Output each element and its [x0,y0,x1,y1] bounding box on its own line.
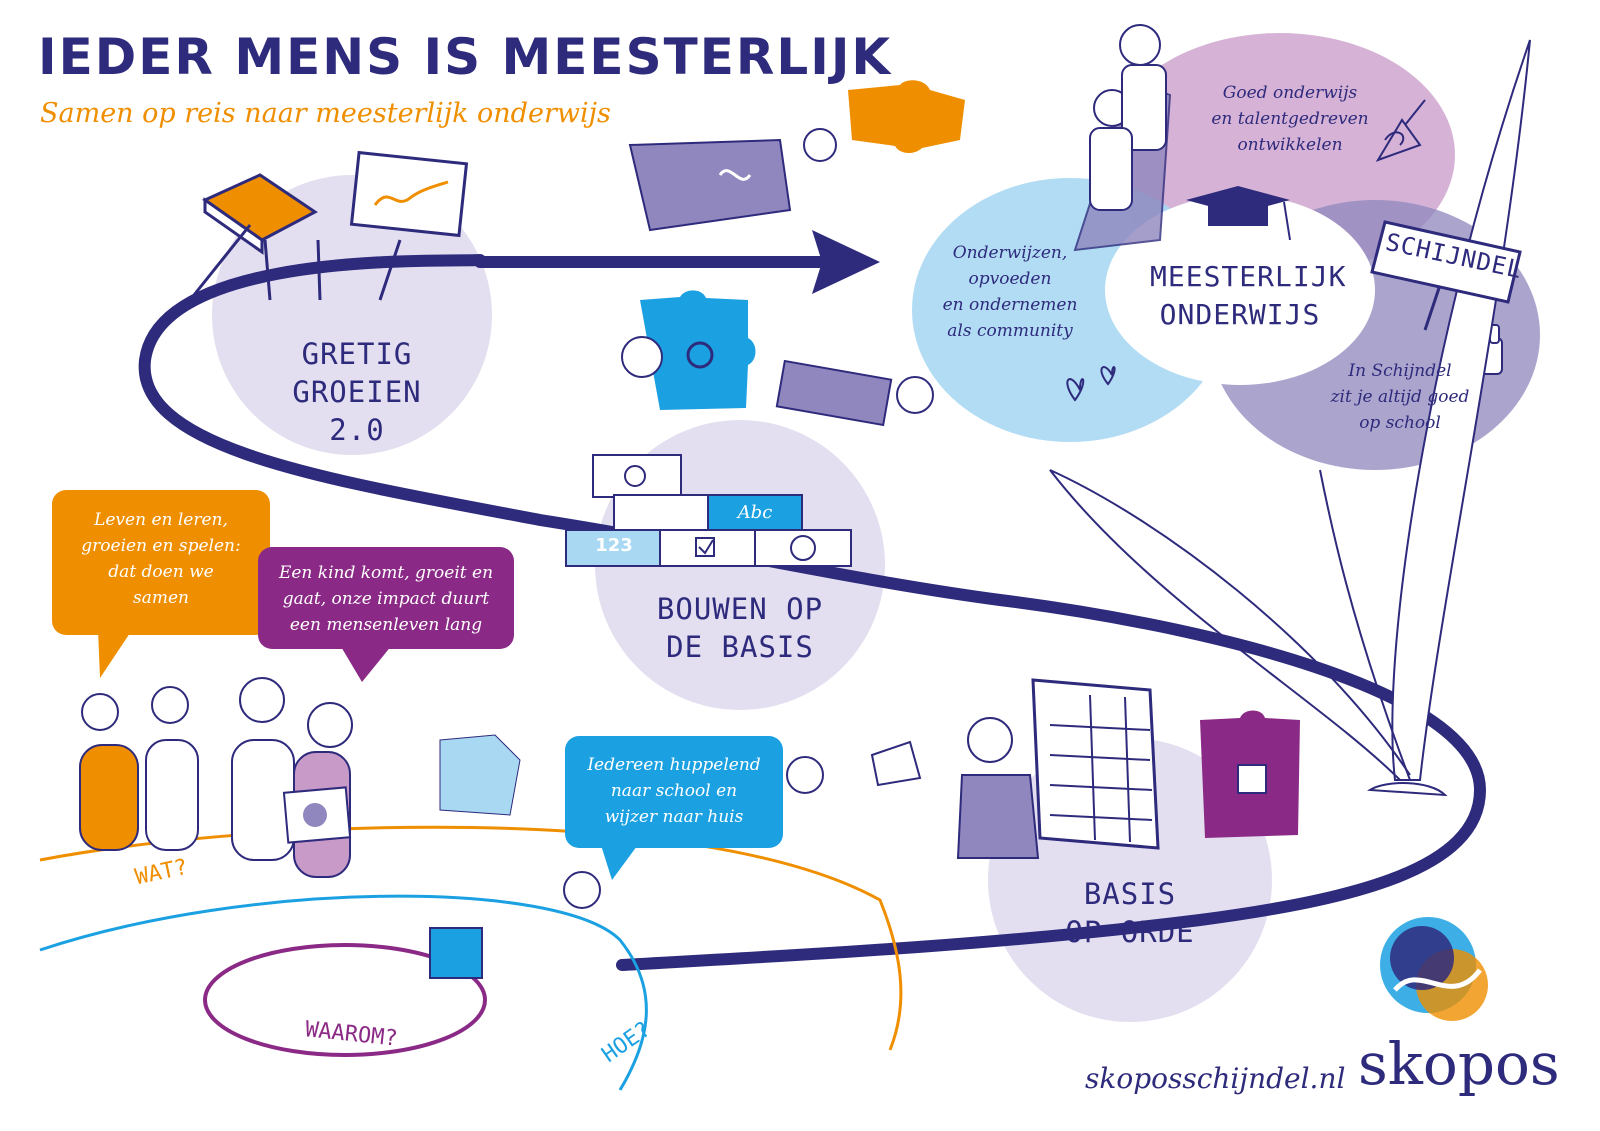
teacher-figure [956,717,1040,859]
stage-label-bouwen: BOUWEN OP DE BASIS [656,592,824,664]
raised-arms [263,239,402,301]
superhero-figures [1073,24,1172,252]
checklist-clipboard-icon [1031,678,1160,850]
heart-icon-small [1100,366,1116,386]
crowd-figures [79,677,922,979]
stage-circle-gretig [212,175,492,455]
page-subtitle: Samen op reis naar meesterlijk onderwijs [40,98,611,129]
drawing-card-icon [349,150,469,238]
brick-heart-icon [775,359,893,427]
puzzle-piece-blue-icon [640,290,756,410]
graduation-cap-icon [1186,186,1291,241]
builder-head [621,336,663,378]
checkbox-icon [695,537,715,557]
block-abc [707,494,803,534]
flying-hero-figure [628,128,837,232]
goal-text-top: Goed onderwijs en talentgedreven ontwikk… [1211,83,1369,155]
goal-label: MEESTERLIJK ONDERWIJS [1150,260,1347,331]
speech-bubble-purple [258,547,514,682]
block-123 [565,529,663,567]
puzzle-piece-orange-icon [848,80,965,154]
block-smiley [592,454,682,498]
goal-text-left: Onderwijzen, opvoeden en ondernemen als … [942,243,1078,341]
block-abc-label: Abc [737,502,773,523]
speech-bubble-orange [52,490,270,678]
journey-path [138,254,1487,971]
speech-bubble-blue [565,736,783,880]
smiley-icon [624,465,646,487]
skopos-logo-icon [1380,917,1488,1021]
block-123-label: 123 [595,535,633,556]
gear-icon [686,341,714,369]
ball-icon [790,535,816,561]
bubble-text-orange: Leven en leren, groeien en spelen: dat d… [81,510,241,608]
stage-label-gretig: GRETIG GROEIEN 2.0 [292,337,422,447]
growth-triangle-icon [1375,99,1426,162]
venn-center [1105,195,1375,385]
book-icon [201,173,318,255]
route-line-blue [39,894,648,1091]
brand-logo-text: skopos [1358,1030,1560,1098]
page-title: IEDER MENS IS MEESTERLIJK [38,28,893,86]
wrench-icon [188,224,252,301]
signpost [1370,220,1522,331]
goal-text-right: In Schijndel zit je altijd goed op schoo… [1330,361,1470,433]
heart-icon [1066,378,1085,402]
bubble-text-blue: Iedereen huppelend naar school en wijzer… [587,755,761,827]
runner-head [896,376,934,414]
stage-label-basis: BASIS OP ORDE [1065,877,1195,949]
arrow-head-icon [812,230,880,294]
bubble-text-purple: Een kind komt, groeit en gaat, onze impa… [278,563,494,635]
building-blocks [565,454,852,567]
website-link[interactable]: skoposschijndel.nl [1085,1062,1346,1095]
route-ellipse-purple [203,943,487,1057]
block-plant [613,494,710,534]
purple-checkbox-icon [1237,764,1267,794]
plant-leaves [1049,39,1531,797]
